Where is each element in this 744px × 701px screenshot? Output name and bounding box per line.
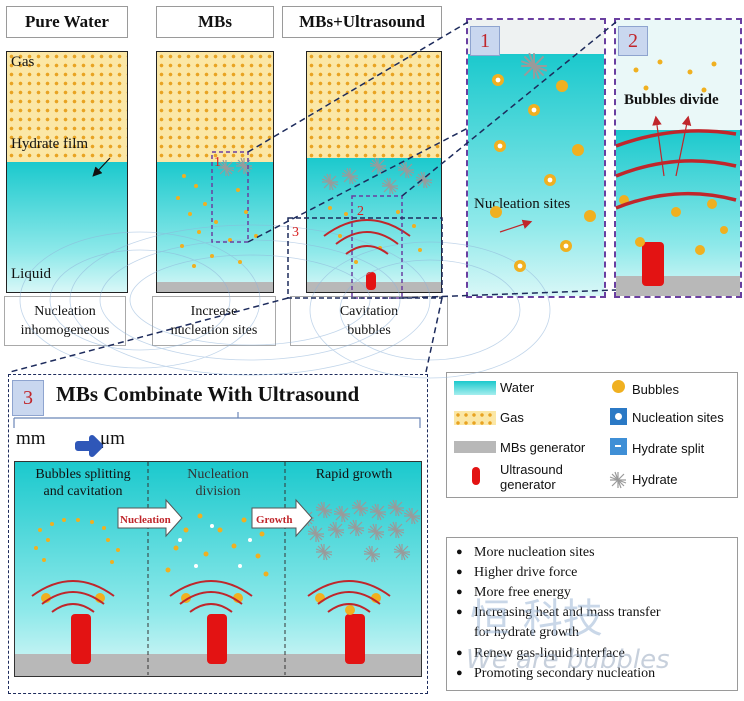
generator-floor — [15, 654, 421, 676]
effect-item: More free energy — [456, 585, 571, 601]
legend-hydrate-icon — [609, 471, 627, 489]
growth-process-arrow — [251, 498, 313, 538]
ultrasound-generator — [366, 272, 376, 290]
phase2-bubbles — [165, 513, 269, 603]
hydrate-flake — [235, 157, 253, 175]
legend-hydrate: Hydrate — [632, 472, 678, 487]
legend-swatch-water — [454, 381, 496, 395]
label-gas: Gas — [11, 54, 35, 70]
nucleation-process-arrow — [117, 498, 183, 538]
phase2-waves — [169, 580, 253, 613]
nucleation-arrow — [499, 219, 533, 233]
legend-mbs-generator: MBs generator — [500, 440, 586, 455]
phase2-nucleation — [178, 524, 252, 568]
legend-box — [446, 372, 738, 498]
water-region — [157, 162, 273, 292]
zoom2-arrows — [652, 115, 692, 177]
gas-region — [7, 52, 127, 162]
legend-nucleation-sites: Nucleation sites — [632, 410, 724, 425]
panel-number-3: 3 — [12, 380, 44, 416]
tank3-bubbles — [328, 206, 422, 264]
legend-swatch-nucleation-sites — [610, 408, 627, 425]
watermark-chinese: 恒 科技 — [470, 596, 603, 642]
tank-mbs — [156, 51, 274, 293]
gas-region — [157, 52, 273, 162]
size-bracket — [13, 412, 421, 428]
effects-box — [446, 537, 738, 691]
marker-1: 1 — [214, 155, 221, 170]
zoom-connectors — [9, 21, 617, 373]
effect-item: Increasing heat and mass transfer — [456, 605, 661, 621]
nucleation-process-label: Nucleation — [120, 514, 171, 526]
effect-item: More nucleation sites — [456, 545, 594, 561]
panel-3-frame — [8, 374, 428, 694]
legend-gas: Gas — [500, 410, 524, 425]
phase1-waves — [31, 580, 115, 613]
ultrasound-generator — [642, 242, 664, 286]
zoom-number-2: 2 — [618, 26, 648, 56]
header-pure-water: Pure Water — [6, 6, 128, 38]
hydrate-film-arrow — [92, 157, 111, 177]
zoom-box-1 — [211, 151, 249, 243]
effect-item: Renew gas-liquid interface — [456, 646, 625, 662]
zoom2-bubbles — [619, 59, 728, 255]
water-region — [468, 54, 604, 296]
ultrasound-generator-1 — [71, 614, 91, 664]
mm-to-um-arrow — [75, 435, 103, 457]
header-mbs-ultrasound: MBs+Ultrasound — [282, 6, 442, 38]
legend-water: Water — [500, 380, 535, 395]
zoom1-flake — [520, 52, 548, 80]
header-mbs: MBs — [156, 6, 274, 38]
tank2-bubbles — [176, 174, 258, 268]
zoom-box-3 — [287, 217, 443, 299]
panel-3-title: MBs Combinate With Ultrasound — [56, 382, 360, 406]
panel-3-tank — [14, 461, 422, 677]
phase3-flakes — [297, 499, 421, 563]
zoom2-waves — [615, 129, 737, 210]
growth-process-label: Growth — [256, 514, 292, 526]
tank3-flakes — [321, 157, 433, 195]
legend-swatch-ultrasound-generator — [472, 467, 480, 485]
zoom-panel-1 — [466, 18, 606, 298]
zoom1-nucleation-sites — [495, 77, 569, 269]
tank3-waves — [323, 219, 411, 255]
label-mm: mm — [16, 428, 46, 449]
legend-swatch-hydrate-split — [610, 438, 627, 455]
gas-region — [307, 52, 441, 158]
tank-pure-water: Gas Hydrate film Liquid — [6, 51, 128, 293]
legend-hydrate-split: Hydrate split — [632, 441, 705, 456]
zoom1-bubbles — [490, 74, 596, 272]
legend-swatch-bubbles — [612, 380, 625, 393]
watermark-english: We are bubbles — [466, 645, 670, 675]
phase3-waves — [307, 580, 391, 613]
mbs-generator-floor — [157, 282, 273, 292]
legend-swatch-gas — [454, 411, 496, 425]
effect-item: Higher drive force — [456, 565, 577, 581]
label-hydrate-film: Hydrate film — [11, 136, 89, 152]
phase-3-label: Rapid growth — [315, 467, 393, 482]
field-lines — [19, 224, 551, 379]
marker-3: 3 — [292, 225, 299, 240]
effect-item: Promoting secondary nucleation — [456, 666, 655, 682]
label-bubbles-divide: Bubbles divide — [624, 92, 719, 108]
label-liquid: Liquid — [11, 266, 51, 282]
ultrasound-generator-2 — [207, 614, 227, 664]
legend-bubbles: Bubbles — [632, 382, 679, 397]
zoom-number-1: 1 — [470, 26, 500, 56]
label-um: μm — [100, 428, 125, 449]
effect-item-continuation: for hydrate growth — [474, 625, 579, 640]
legend-swatch-mbs-generator — [454, 441, 496, 453]
marker-2: 2 — [357, 204, 364, 219]
ultrasound-generator-3 — [345, 614, 365, 664]
